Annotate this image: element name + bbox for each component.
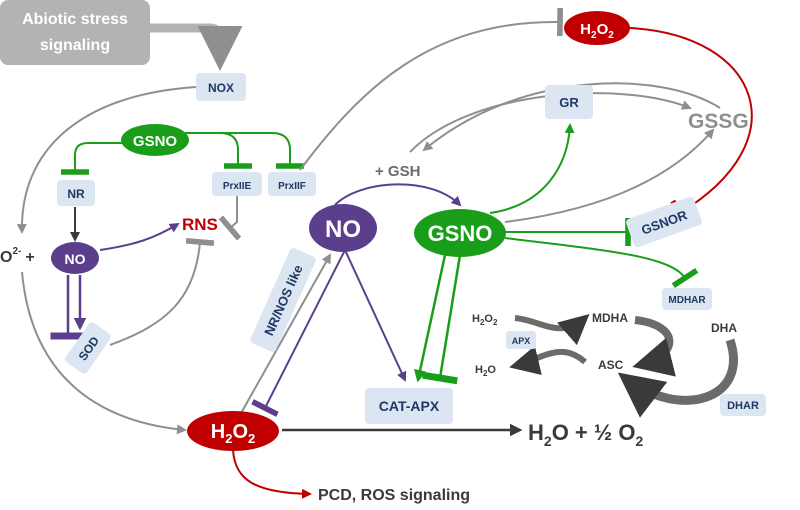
dhar-box: DHAR — [720, 394, 766, 416]
nr-label: NR — [67, 187, 85, 201]
h2o2-to-no-arrow — [239, 253, 331, 416]
no-to-gsno-arrow — [334, 183, 462, 207]
o2-sup: 2- — [12, 246, 21, 257]
water-oxygen-label: H2O + ½ O2 — [528, 420, 643, 449]
dhar-label: DHAR — [727, 400, 759, 412]
gsno-big-node: GSNO — [414, 209, 506, 257]
gsno-big-label: GSNO — [428, 221, 493, 246]
nox-box: NOX — [196, 73, 246, 101]
svg-text:O2-+: O2- + — [0, 246, 35, 266]
gr-label: GR — [559, 95, 579, 110]
gsno-inhibits-prxiif — [185, 132, 304, 169]
cycle-h2o-label: H2O — [475, 364, 496, 378]
superoxide-node: O2- + — [0, 246, 35, 266]
no-small-node: NO — [51, 242, 99, 274]
dha-label: DHA — [711, 321, 737, 335]
no-to-catapx-arrow — [344, 249, 407, 382]
asc-cycle-asc-to-h2o — [509, 345, 587, 375]
gsno-inhibits-catapx — [422, 254, 462, 385]
gsno-inhibits-nr — [61, 142, 125, 175]
gssg-to-gsh-arrow — [422, 82, 721, 152]
nox-label: NOX — [208, 81, 234, 95]
h2o2-bottom-node: H2O2 — [187, 411, 279, 451]
no-big-node: NO — [309, 204, 377, 252]
abiotic-line1: Abiotic stress — [22, 11, 128, 28]
asc-cycle-mdha-to-asc — [632, 316, 676, 377]
mdha-label: MDHA — [592, 311, 628, 325]
sod-box: SOD — [65, 322, 111, 374]
no-to-rns-arrow — [99, 222, 180, 251]
abiotic-stress-box: Abiotic stress signaling — [0, 0, 150, 65]
prxiie-box: PrxIIE — [212, 172, 262, 196]
superoxide-to-h2o2-arrow — [21, 271, 187, 435]
sod-inhibits-rns — [109, 238, 215, 346]
prxiie-label: PrxIIE — [223, 181, 252, 192]
prxiie-inhibits-rns — [218, 196, 242, 241]
abiotic-line2: signaling — [40, 37, 110, 54]
cat-apx-box: CAT-APX — [365, 388, 453, 424]
gr-box: GR — [545, 85, 593, 119]
h2o2-top-sub1: 2 — [591, 30, 597, 41]
gsno-inhibits-prxiie — [185, 132, 252, 169]
h2o2-to-pcd-arrow — [232, 449, 312, 499]
cat-apx-label: CAT-APX — [379, 398, 440, 414]
h2o2-top-o: O — [597, 21, 609, 38]
gsno-inhibits-mdhar — [504, 237, 699, 289]
cycle-h2o2-label: H2O2 — [472, 313, 498, 327]
h2o2-bottom-o: O — [232, 421, 248, 443]
prxiif-box: PrxIIF — [268, 172, 316, 196]
apx-box: APX — [506, 331, 536, 349]
o2-base: O — [0, 249, 12, 266]
h2o2-bottom-h: H — [211, 421, 225, 443]
h2o2-top-node: H2O2 — [564, 11, 630, 45]
asc-label: ASC — [598, 358, 624, 372]
nox-to-superoxide-arrow — [16, 86, 197, 234]
mdhar-box: MDHAR — [662, 288, 712, 310]
pcd-ros-label: PCD, ROS signaling — [318, 487, 470, 504]
h2o2-top-sub2: 2 — [608, 30, 614, 41]
h2o2-bottom-sub2: 2 — [248, 431, 255, 446]
prxiif-label: PrxIIF — [278, 181, 306, 192]
mdhar-label: MDHAR — [668, 295, 706, 306]
gsno-small-node: GSNO — [121, 124, 189, 156]
gsno-small-label: GSNO — [133, 133, 178, 150]
svg-text:H2O2: H2O2 — [580, 21, 614, 41]
plus-gsh-label: + GSH — [375, 163, 420, 180]
svg-text:H2O2: H2O2 — [211, 421, 255, 446]
o2-plus: + — [25, 249, 34, 266]
asc-cycle-dha-to-asc — [617, 338, 738, 418]
no-small-label: NO — [65, 251, 86, 267]
gsno-to-gr-arrow — [489, 123, 575, 214]
h2o2-top-h: H — [580, 21, 591, 38]
gsnor-box: GSNOR — [626, 196, 702, 248]
h2o2-inhibits-gsnor — [629, 27, 753, 227]
h2o2-bottom-sub1: 2 — [225, 431, 232, 446]
rns-label: RNS — [182, 215, 218, 234]
nr-box: NR — [57, 180, 95, 206]
no-inhibits-h2o2 — [251, 249, 346, 417]
abiotic-to-nox-arrow — [150, 23, 243, 71]
prxiif-inhibits-h2o2-top — [299, 7, 564, 171]
gsno-to-gssg-arrow — [504, 128, 715, 223]
gsno-to-catapx-arrow — [414, 254, 447, 383]
apx-label: APX — [512, 336, 531, 346]
gssg-label: GSSG — [688, 110, 749, 133]
asc-cycle-h2o2-to-mdha — [514, 314, 590, 346]
no-big-label: NO — [325, 216, 361, 243]
